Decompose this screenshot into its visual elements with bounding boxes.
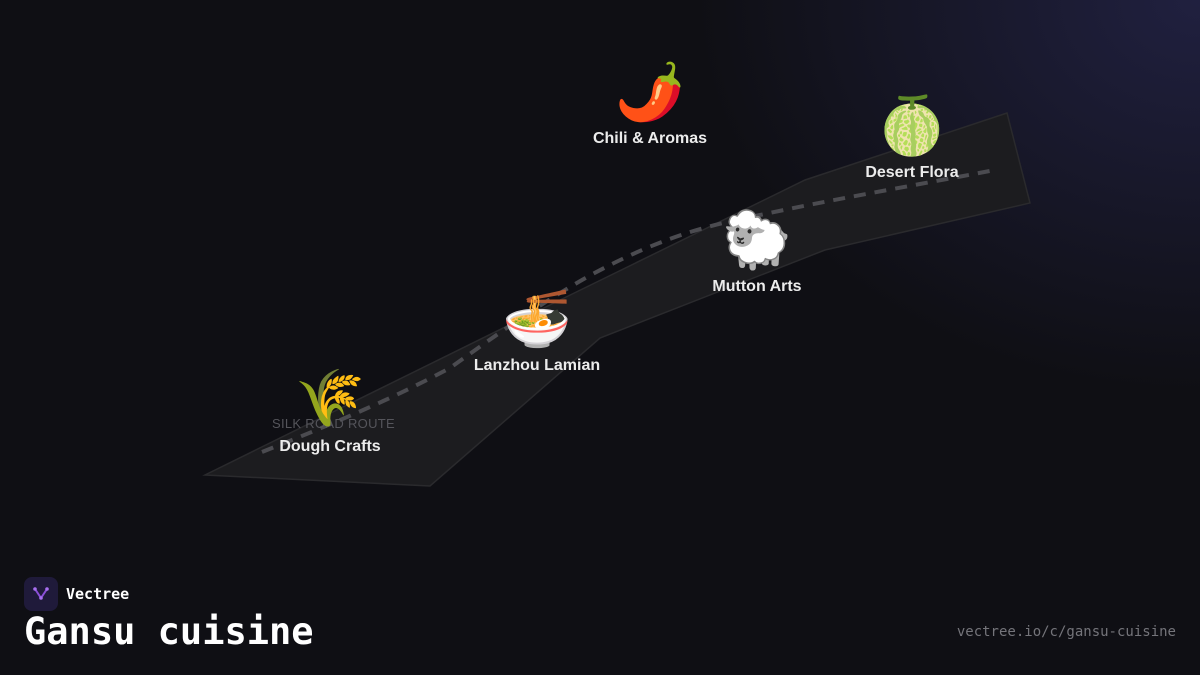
silk-road-route-line bbox=[261, 168, 996, 454]
gansu-province-shape bbox=[202, 112, 1031, 487]
rice-sheaf-icon: 🌾 bbox=[295, 366, 365, 431]
chili-pepper-icon: 🌶️ bbox=[615, 60, 685, 125]
stop-lanzhou-lamian[interactable]: 🍜 Lanzhou Lamian bbox=[474, 289, 600, 375]
page-title: Gansu cuisine bbox=[24, 610, 314, 653]
route-label: SILK ROAD ROUTE bbox=[272, 416, 395, 431]
stop-label: Mutton Arts bbox=[712, 278, 802, 295]
page-url[interactable]: vectree.io/c/gansu-cuisine bbox=[956, 624, 1176, 640]
stop-label: Dough Crafts bbox=[279, 438, 381, 455]
stop-label: Lanzhou Lamian bbox=[473, 357, 601, 374]
sheep-icon: 🐑 bbox=[722, 208, 792, 273]
vectree-logo-icon bbox=[24, 577, 58, 611]
stop-desert-flora[interactable]: 🍈 Desert Flora bbox=[865, 96, 958, 182]
stop-label: Desert Flora bbox=[865, 164, 959, 181]
stop-label: Chili & Aromas bbox=[592, 130, 708, 147]
stop-dough-crafts[interactable]: 🌾 Dough Crafts bbox=[279, 368, 380, 456]
stop-chili-aromas[interactable]: 🌶️ Chili & Aromas bbox=[593, 62, 707, 148]
melon-icon: 🍈 bbox=[877, 94, 947, 159]
noodle-bowl-icon: 🍜 bbox=[502, 287, 572, 352]
brand[interactable]: Vectree bbox=[24, 577, 129, 611]
brand-name: Vectree bbox=[66, 585, 130, 603]
stop-mutton-arts[interactable]: 🐑 Mutton Arts bbox=[712, 210, 801, 296]
